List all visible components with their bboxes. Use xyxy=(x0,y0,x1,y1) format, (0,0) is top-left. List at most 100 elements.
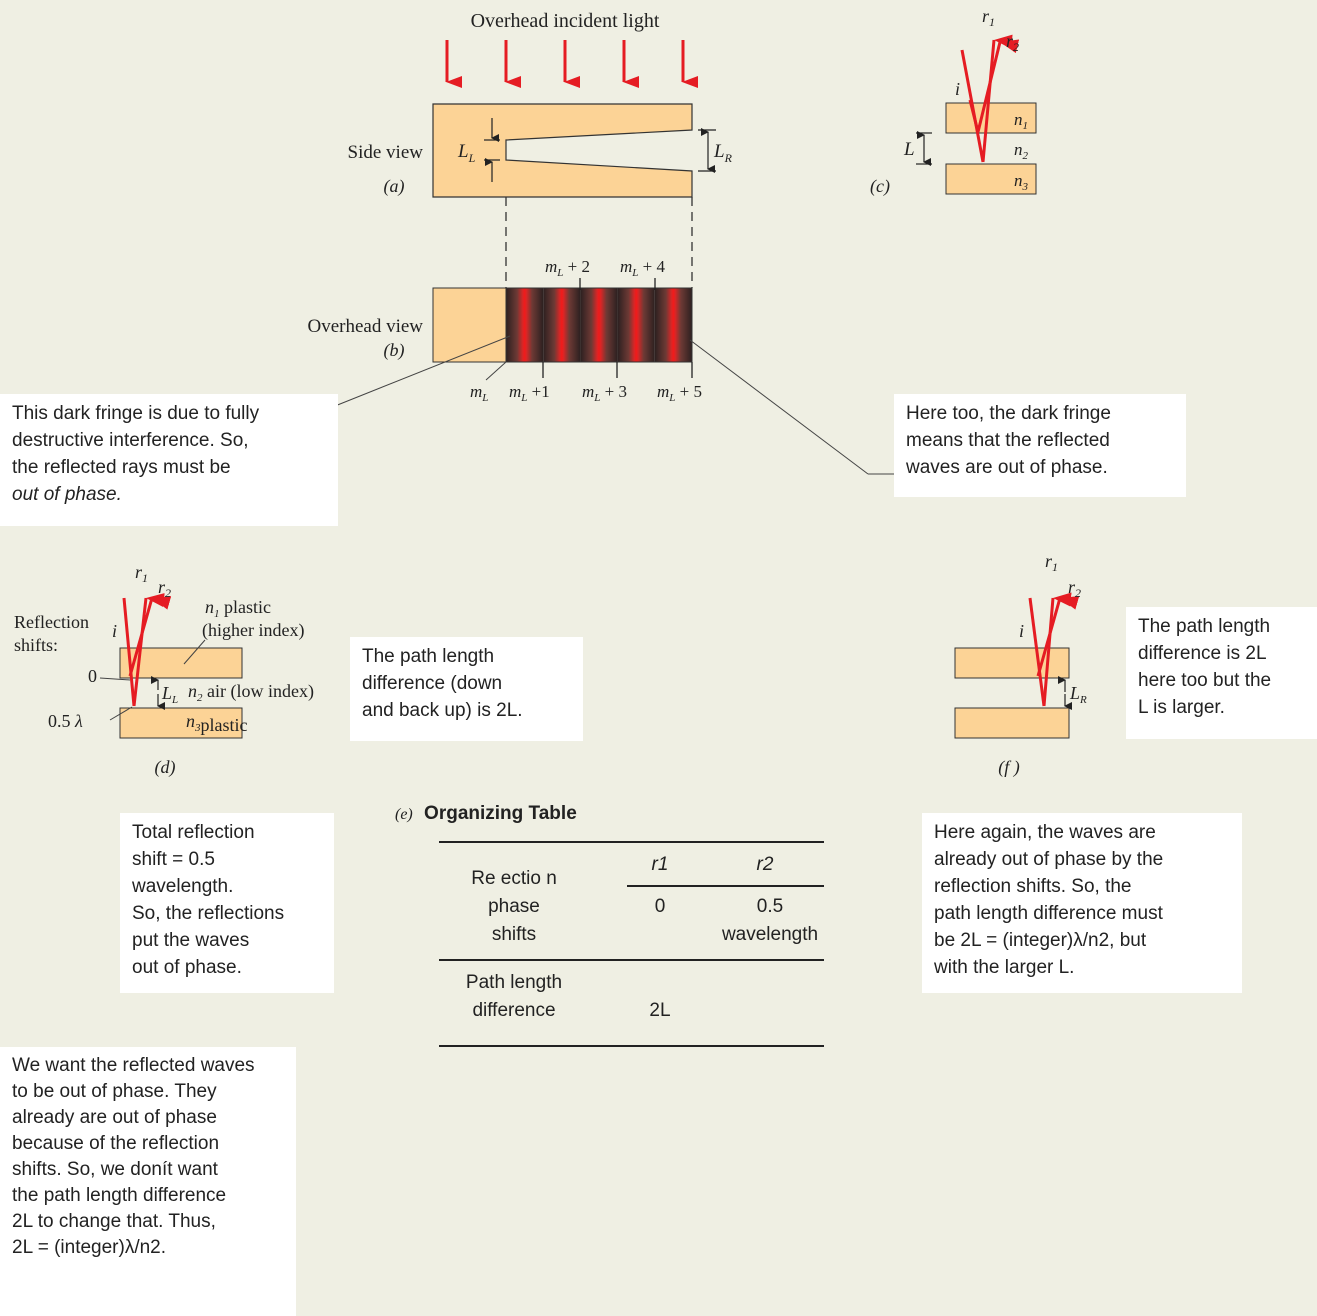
row1-label-line: phase xyxy=(488,896,540,917)
note-line: We want the reflected waves xyxy=(12,1055,255,1076)
col-r2-header: r2 xyxy=(756,854,774,875)
note-line: This dark fringe is due to fully xyxy=(12,403,260,424)
layer-n3-d xyxy=(119,707,243,739)
zero-shift: 0 xyxy=(88,666,97,686)
note-line: destructive interference. So, xyxy=(12,430,249,451)
LR-f: LR xyxy=(1069,683,1087,706)
ray-r1-c xyxy=(981,34,1013,163)
n1-c: n1 xyxy=(1014,110,1028,132)
note-want: We want the reflected waves to be out of… xyxy=(0,1047,296,1316)
reflection-label: Reflection xyxy=(14,612,89,632)
note-line: The path length xyxy=(1138,616,1271,637)
LR-dimension xyxy=(698,128,716,173)
n2-c: n2 xyxy=(1014,140,1029,162)
leader-zero xyxy=(99,677,131,681)
label-mL-plus-1: mL +1 xyxy=(509,382,550,404)
r1-f: r1 xyxy=(1045,551,1058,574)
ray-i-d xyxy=(122,597,136,707)
ray-i-f xyxy=(1028,597,1046,707)
r2-c: r2 xyxy=(1006,31,1019,54)
ray-r2-f xyxy=(1036,596,1080,677)
note-line: out of phase. xyxy=(132,957,242,978)
panel-b-label: (b) xyxy=(384,340,405,361)
note-right-fringe: Here too, the dark fringe means that the… xyxy=(894,394,1186,497)
ray-r2-d xyxy=(128,596,172,677)
row2-label: Path length difference xyxy=(439,969,589,1025)
i-d: i xyxy=(112,621,117,641)
note-line: with the larger L. xyxy=(934,957,1075,978)
note-line: be 2L = (integer)λ/n2, but xyxy=(934,930,1147,951)
row1-r2-line: wavelength xyxy=(721,924,819,945)
LL-dimension xyxy=(484,118,500,182)
label-mL-plus-2: mL + 2 xyxy=(545,257,590,279)
note-line: the reflected rays must be xyxy=(12,457,231,478)
LL-label: LL xyxy=(457,141,476,165)
note-line: 2L = (integer)λ/n2. xyxy=(12,1237,167,1258)
ray-r2-c xyxy=(976,39,1020,133)
note-line: out of phase. xyxy=(12,481,330,508)
fringe-ticks xyxy=(542,278,693,378)
note-line: to be out of phase. They xyxy=(12,1081,217,1102)
note-line: waves are out of phase. xyxy=(906,457,1108,478)
row1-label: Re ectio n phase shifts xyxy=(439,865,589,949)
row2-label-line: difference xyxy=(472,1000,556,1021)
i-f: i xyxy=(1019,621,1024,641)
layer-n3-c xyxy=(945,163,1037,195)
label-mL-plus-3: mL + 3 xyxy=(582,382,627,404)
table-rule-bottom xyxy=(439,1045,824,1047)
n3-c: n3 xyxy=(1014,171,1029,193)
panel-d-label: (d) xyxy=(155,757,176,778)
fringe-5 xyxy=(654,288,692,362)
note-line: The path length xyxy=(362,646,495,667)
note-line: shift = 0.5 xyxy=(132,849,215,870)
rays-c xyxy=(960,34,1020,163)
leader-right-fringe xyxy=(689,339,869,475)
fringe-2 xyxy=(543,288,581,362)
note-line: reflection shifts. So, the xyxy=(934,876,1132,897)
r2-d: r2 xyxy=(158,577,171,600)
note-line: already are out of phase xyxy=(12,1107,217,1128)
n3-plastic-d: n3plastic xyxy=(186,711,248,735)
side-view-label: Side view xyxy=(348,142,424,163)
fringe-top-labels: mL + 2 mL + 4 xyxy=(545,257,665,279)
layer-bottom-f xyxy=(954,707,1070,739)
note-line: put the waves xyxy=(132,930,250,951)
i-c: i xyxy=(955,79,960,99)
note-line: here too but the xyxy=(1138,670,1272,691)
L-dimension-c xyxy=(916,131,932,166)
row1-label-line: Re ectio n xyxy=(471,868,557,889)
incident-light-arrows xyxy=(445,40,698,88)
fringe-3 xyxy=(580,288,618,362)
higher-index-d: (higher index) xyxy=(202,620,304,641)
row1-r2-line: 0.5 xyxy=(756,896,784,917)
LL-d: LL xyxy=(161,683,178,706)
table-rule-mid xyxy=(439,959,824,961)
panel-a-label: (a) xyxy=(384,176,405,197)
panel-f-label: (f ) xyxy=(998,757,1020,778)
fringe-4 xyxy=(617,288,655,362)
note-line: So, the reflections xyxy=(132,903,285,924)
note-italic: out of phase. xyxy=(12,484,122,505)
note-line: difference is 2L xyxy=(1138,643,1267,664)
row2-r1: 2L xyxy=(649,1000,671,1021)
note-line: Here too, the dark fringe xyxy=(906,403,1111,424)
panel-c-label: (c) xyxy=(870,176,890,197)
note-line: because of the reflection xyxy=(12,1133,220,1154)
row1-r1: 0 xyxy=(654,896,666,917)
table-rule-top xyxy=(439,841,824,843)
n1-plastic-d: n1 plastic xyxy=(205,597,271,620)
n2-air-d: n2 air (low index) xyxy=(188,681,314,704)
note-line: L is larger. xyxy=(1138,697,1225,718)
note-line: shifts. So, we donít want xyxy=(12,1159,218,1180)
note-path-d: The path length difference (down and bac… xyxy=(350,637,583,741)
leader-half xyxy=(109,706,133,721)
note-line: wavelength. xyxy=(132,876,234,897)
label-mL-plus-4: mL + 4 xyxy=(620,257,665,279)
overhead-view-label: Overhead view xyxy=(307,316,423,337)
note-left-fringe: This dark fringe is due to fully destruc… xyxy=(0,394,338,526)
shifts-label: shifts: xyxy=(14,635,58,655)
note-line: means that the reflected xyxy=(906,430,1110,451)
overhead-plastic xyxy=(432,287,507,363)
note-line: the path length difference xyxy=(12,1185,227,1206)
